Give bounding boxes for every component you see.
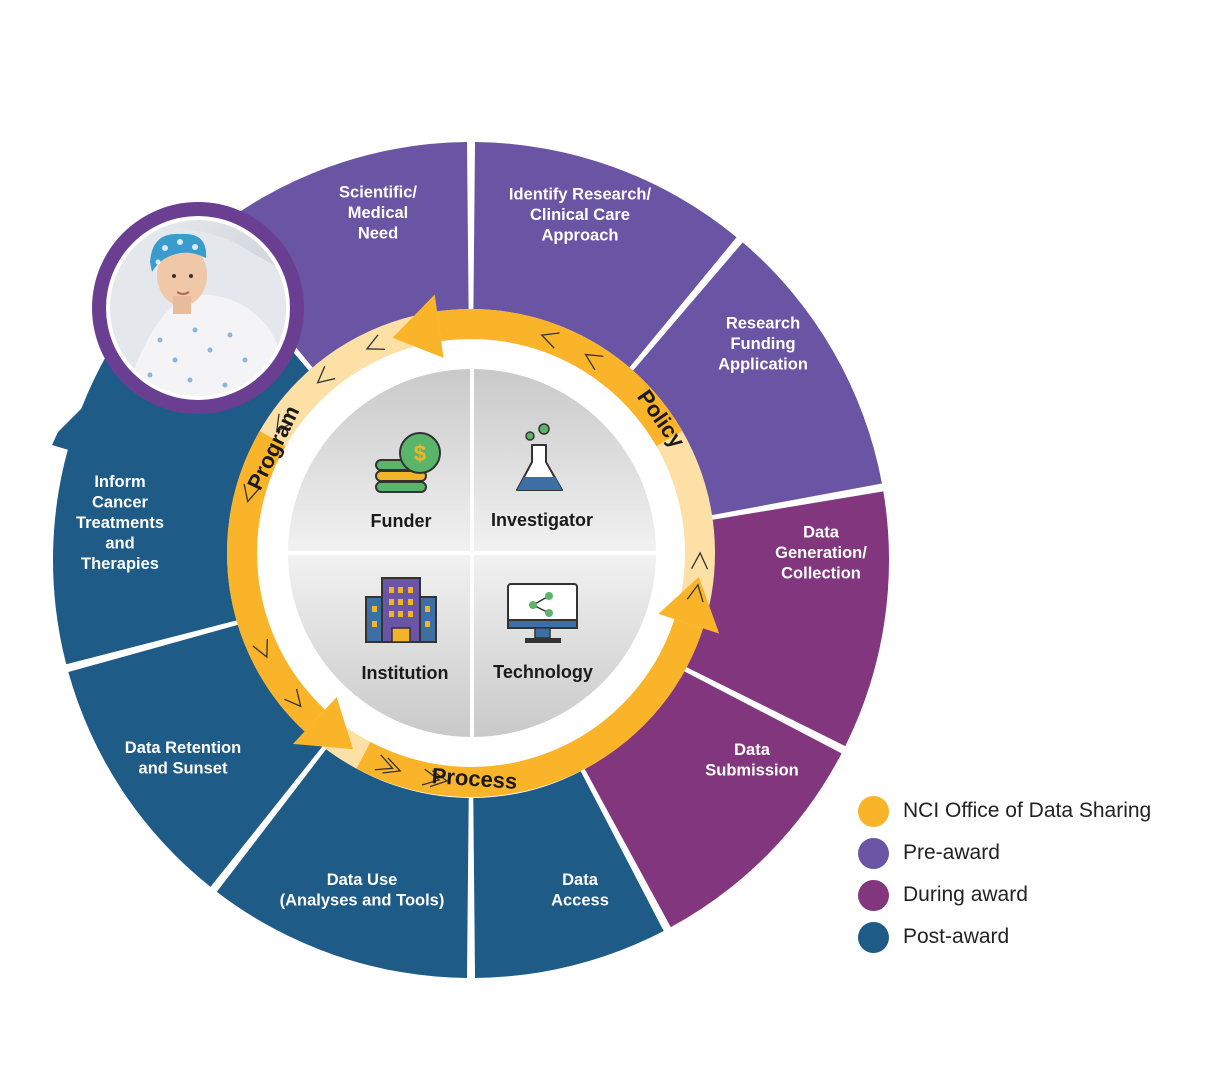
ring-chevron [252, 639, 268, 659]
ring-arrow-body [356, 619, 704, 797]
legend-item-during-award: During award [858, 874, 1151, 916]
ring-arrow-head [392, 294, 444, 358]
ring-arrows [227, 294, 720, 797]
money-stack-icon: $ [375, 432, 441, 493]
ring-chevron [429, 770, 449, 788]
ring-chevron [316, 366, 336, 384]
quadrant-label-funder: Funder [371, 511, 432, 531]
ring-chevron [374, 754, 394, 771]
legend-label: NCI Office of Data Sharing [903, 799, 1152, 822]
segment-label: Data Use(Analyses and Tools) [280, 871, 445, 910]
ring-label-process: Process [431, 763, 518, 794]
legend-label: Pre-award [903, 841, 1000, 864]
quadrant-label-investigator: Investigator [491, 510, 593, 530]
lifecycle-segment [684, 491, 890, 747]
ring-chevron [421, 768, 441, 786]
quadrant-label-technology: Technology [493, 662, 593, 682]
ring-chevron [275, 413, 293, 433]
lifecycle-segment [584, 670, 842, 928]
legend-label: During award [903, 883, 1028, 906]
legend-swatch-orange [858, 795, 889, 827]
patient-photo-icon [92, 202, 304, 414]
ring-chevron [284, 688, 302, 708]
quadrant-label-institution: Institution [362, 663, 449, 683]
monitor-share-icon [507, 583, 578, 643]
ring-chevron [243, 483, 261, 503]
legend-swatch-purple [858, 837, 889, 869]
svg-text:$: $ [414, 441, 426, 466]
hub [288, 369, 656, 737]
lifecycle-segment [216, 748, 469, 978]
ring-arrow-head [658, 576, 720, 634]
legend-item-nci-office: NCI Office of Data Sharing [858, 790, 1151, 832]
lifecycle-segment [205, 142, 469, 377]
legend-label: Post-award [903, 925, 1010, 948]
ring-arrow-body [227, 431, 326, 732]
ring-chevron [584, 353, 604, 371]
ring-chevron [540, 332, 560, 349]
ring-chevron [686, 583, 704, 603]
building-icon [365, 577, 437, 643]
legend-swatch-magenta [858, 879, 889, 911]
legend-swatch-blue [858, 921, 889, 953]
lifecycle-segment [473, 142, 737, 377]
ring-chevron [365, 334, 385, 350]
flask-icon [516, 423, 563, 491]
ring-arrow-body [437, 309, 683, 447]
legend-item-pre-award: Pre-award [858, 832, 1151, 874]
legend: NCI Office of Data Sharing Pre-award Dur… [858, 790, 1151, 958]
lifecycle-segment [68, 623, 323, 887]
lifecycle-segment [473, 771, 664, 978]
ring-chevron [691, 551, 709, 570]
ring-arrow-head [292, 697, 354, 750]
ring-chevron [382, 757, 402, 774]
legend-item-post-award: Post-award [858, 916, 1151, 958]
